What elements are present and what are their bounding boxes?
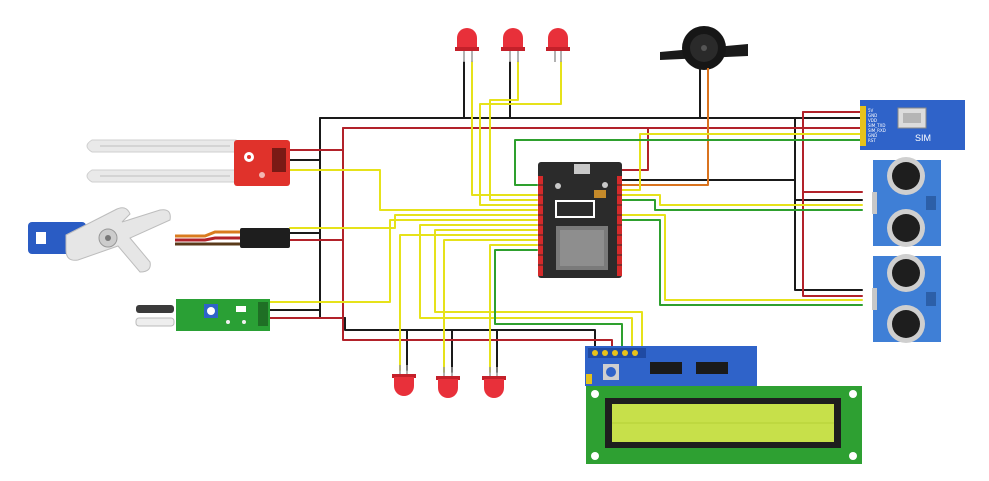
- sim-pin-5v: 5V: [868, 108, 874, 113]
- sim-label: SIM: [915, 133, 931, 143]
- led-top-3: [546, 28, 570, 62]
- wire-us1-echo: [621, 199, 863, 211]
- esp32-right-pin-header: [617, 176, 622, 276]
- wire-lcd-sda: [419, 224, 633, 349]
- wire-ground-left: [319, 117, 346, 319]
- ultrasonic-sensor-2-icon: [872, 254, 941, 343]
- wire-led-bot3-signal: [489, 244, 538, 373]
- wire-led-top1-signal: [471, 61, 538, 196]
- i2c-lcd-adapter-icon: [585, 346, 757, 386]
- wire-led-top2-signal: [489, 61, 538, 201]
- led-bottom-2: [436, 367, 460, 398]
- wire-ground-right: [794, 117, 863, 291]
- wire-servo-signal: [289, 214, 538, 229]
- lcd-16x2-display-icon: [586, 386, 862, 464]
- soil-moisture-probe-icon: [86, 139, 290, 186]
- wire-power-board: [621, 127, 649, 171]
- servo-motor-icon: [28, 207, 290, 273]
- piezo-buzzer-icon: [660, 26, 748, 78]
- sim-pin-gnd-2: GND: [868, 133, 877, 138]
- sim-pin-gnd-1: GND: [868, 113, 877, 118]
- led-top-1: [455, 28, 479, 62]
- wire-led-bot2-signal: [443, 239, 538, 373]
- led-top-2: [501, 28, 525, 62]
- ir-obstacle-sensor-icon: [135, 299, 270, 331]
- wires: [269, 61, 863, 373]
- wire-lcd-green: [494, 249, 623, 349]
- wire-sim-rx: [514, 139, 861, 186]
- wire-led-top3-signal: [479, 61, 562, 206]
- sim-pin-rxd: SIM_RXD: [868, 128, 886, 133]
- wire-power-left: [342, 127, 613, 349]
- sim-pin-rst: RST: [868, 138, 876, 143]
- wire-soil-signal: [289, 169, 538, 211]
- gsm-sim-module-icon: SIM 5V GND VDD SIM_TXD SIM_RXD GND RST: [860, 100, 965, 150]
- wire-ground-lcd: [344, 317, 596, 349]
- led-bottom-1: [392, 365, 416, 396]
- wire-us2-echo: [621, 219, 863, 306]
- wire-power-right: [802, 111, 863, 297]
- wire-led-bot1-signal: [399, 234, 538, 371]
- wire-us2-trig: [621, 214, 863, 301]
- ultrasonic-sensor-1-icon: [872, 157, 941, 247]
- esp32-devkit-board-icon: [538, 162, 622, 278]
- wire-buzzer-signal: [621, 74, 709, 186]
- wire-lcd-scl: [434, 229, 643, 349]
- sim-pin-txd: SIM_TXD: [868, 123, 885, 128]
- wire-ir-signal: [269, 219, 538, 303]
- led-bottom-3: [482, 367, 506, 398]
- sim-pin-vdd: VDD: [868, 118, 877, 123]
- wire-us1-trig: [621, 194, 863, 206]
- esp32-left-pin-header: [538, 176, 543, 276]
- wire-sim-tx: [621, 133, 861, 191]
